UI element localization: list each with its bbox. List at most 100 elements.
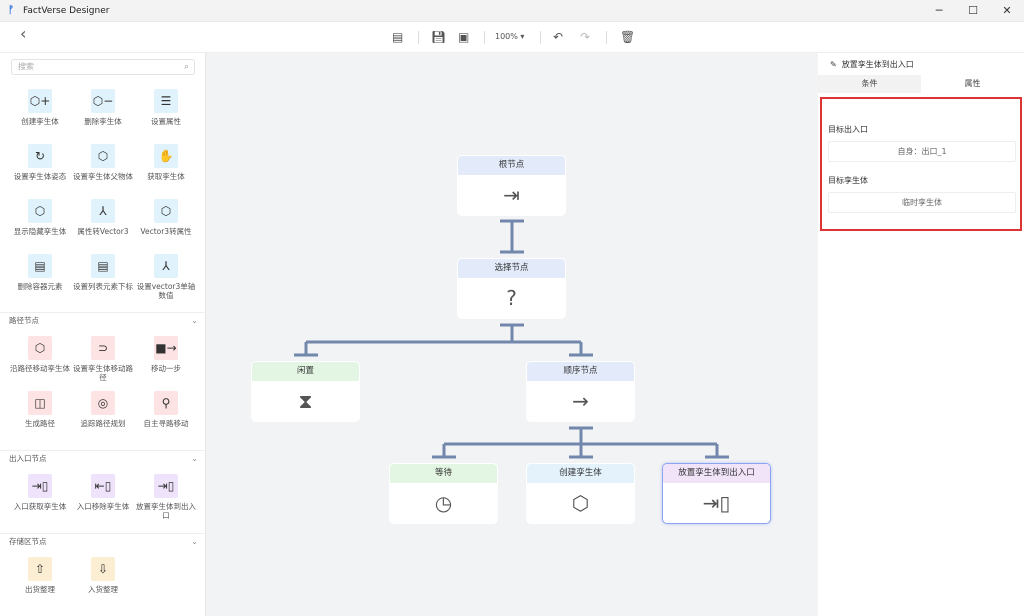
- chevron-down-icon[interactable]: ⌄: [191, 454, 198, 463]
- palette-item[interactable]: ✋获取孪生体: [135, 144, 197, 181]
- node-type-icon: ⇧: [28, 557, 52, 581]
- palette-item[interactable]: ↻设置孪生体姿态: [9, 144, 71, 181]
- palette-item[interactable]: ▤设置列表元素下标: [72, 254, 134, 291]
- save-icon[interactable]: 💾︎: [431, 30, 447, 44]
- tree-node-select[interactable]: 选择节点?: [457, 258, 566, 319]
- palette-item[interactable]: ⇥▯ 放置孪生体到出入口: [135, 474, 197, 520]
- palette-item-label: 放置孪生体到出入口: [136, 502, 196, 520]
- place-icon: ⇥▯: [702, 491, 731, 515]
- palette-item-label: Vector3转属性: [140, 227, 192, 236]
- node-title: 选择节点: [458, 259, 565, 278]
- palette-item[interactable]: ⇥▯入口获取孪生体: [9, 474, 71, 511]
- edit-icon[interactable]: ✎: [830, 60, 837, 69]
- node-type-icon: ▤: [28, 254, 52, 278]
- tree-node-root[interactable]: 根节点⇥: [457, 155, 566, 216]
- palette-item[interactable]: ⅄设置vector3单轴数值: [135, 254, 197, 300]
- section-title: 路径节点: [9, 316, 39, 325]
- palette-item[interactable]: ▤ 删除容器元素: [9, 254, 71, 291]
- tree-node-sequence[interactable]: 顺序节点→: [526, 361, 635, 422]
- divider: [606, 31, 607, 44]
- node-type-icon: ✋: [154, 144, 178, 168]
- tree-links: [294, 219, 729, 459]
- properties-icon[interactable]: ▤: [392, 30, 404, 44]
- redo-icon[interactable]: ↷: [580, 30, 591, 44]
- palette-item-label: 设置孪生体移动路径: [73, 364, 133, 382]
- palette-item[interactable]: ⚲ 自主寻路移动: [135, 391, 197, 428]
- undo-icon[interactable]: ↶: [553, 30, 564, 44]
- palette-item[interactable]: ⬡+创建孪生体: [9, 89, 71, 126]
- palette-item-label: 删除容器元素: [17, 282, 63, 291]
- palette-item-label: 出货整理: [25, 585, 55, 594]
- create-icon: ⬡: [571, 491, 590, 515]
- node-type-icon: ▤: [91, 254, 115, 278]
- node-type-icon: ⚲: [154, 391, 178, 415]
- palette-item[interactable]: ⇩入货整理: [72, 557, 134, 594]
- palette-item[interactable]: ⅄属性转Vector3: [72, 199, 134, 236]
- palette-item[interactable]: ⇤▯ 入口移除孪生体: [72, 474, 134, 511]
- palette-item[interactable]: ⬡沿路径移动孪生体: [9, 336, 71, 373]
- node-type-icon: ◫: [28, 391, 52, 415]
- node-type-icon: ⊃: [91, 336, 115, 360]
- inspector-panel: ✎ 放置孪生体到出入口 条件 属性 目标出入口 自身：出口_1 目标孪生体 临时…: [818, 53, 1024, 616]
- tree-node-wait[interactable]: 等待◷: [389, 463, 498, 524]
- search-input[interactable]: 搜索 ⌕: [11, 59, 195, 75]
- target-portal-field[interactable]: 自身：出口_1: [828, 141, 1016, 162]
- target-twin-field[interactable]: 临时孪生体: [828, 192, 1016, 213]
- idle-icon: ⧗: [298, 389, 313, 413]
- palette-item-label: 设置孪生体父物体: [73, 172, 133, 181]
- delete-icon[interactable]: 🗑︎: [620, 30, 636, 44]
- tree-node-place[interactable]: 放置孪生体到出入口⇥▯: [662, 463, 771, 524]
- node-type-icon: ⇤▯: [91, 474, 115, 498]
- node-type-icon: ☰: [154, 89, 178, 113]
- palette-item[interactable]: ■→移动一步: [135, 336, 197, 373]
- node-type-icon: ⅄: [154, 254, 178, 278]
- behavior-tree-canvas[interactable]: 根节点⇥ 选择节点? 闲置 ⧗ 顺序节点→ 等待◷ 创建孪生体⬡ 放置孪生体到出入口⇥▯: [206, 53, 818, 616]
- palette-item[interactable]: ⬡ Vector3转属性: [135, 199, 197, 236]
- palette-item[interactable]: ⬡−删除孪生体: [72, 89, 134, 126]
- maximize-button[interactable]: ☐: [968, 4, 978, 17]
- back-button[interactable]: ‹: [20, 24, 27, 43]
- palette-section-header[interactable]: 出入口节点 ⌄: [0, 450, 206, 466]
- node-title: 闲置: [252, 362, 359, 381]
- tab-properties[interactable]: 属性: [964, 79, 981, 88]
- palette-item-label: 入口移除孪生体: [76, 502, 130, 511]
- section-title: 存储区节点: [9, 537, 47, 546]
- tree-node-idle[interactable]: 闲置 ⧗: [251, 361, 360, 422]
- sequence-icon: →: [572, 389, 589, 413]
- save-as-icon[interactable]: ▣: [458, 30, 470, 44]
- node-type-icon: ↻: [28, 144, 52, 168]
- close-button[interactable]: ✕: [1002, 4, 1012, 17]
- palette-item[interactable]: ⬡设置孪生体父物体: [72, 144, 134, 181]
- tab-conditions[interactable]: 条件: [818, 75, 921, 93]
- divider: [484, 31, 485, 44]
- node-title: 根节点: [458, 156, 565, 175]
- node-type-icon: ⅄: [91, 199, 115, 223]
- inspector-header: ✎ 放置孪生体到出入口: [830, 59, 914, 70]
- tree-node-create[interactable]: 创建孪生体⬡: [526, 463, 635, 524]
- palette-item[interactable]: ⬡显示隐藏孪生体: [9, 199, 71, 236]
- palette-item[interactable]: ⊃ 设置孪生体移动路径: [72, 336, 134, 382]
- node-type-icon: ⬡: [28, 336, 52, 360]
- palette-item-label: 创建孪生体: [21, 117, 59, 126]
- node-type-icon: ⬡: [154, 199, 178, 223]
- palette-item[interactable]: ◫生成路径: [9, 391, 71, 428]
- inspector-title: 放置孪生体到出入口: [841, 60, 914, 69]
- palette-item[interactable]: ☰设置属性: [135, 89, 197, 126]
- search-placeholder: 搜索: [18, 62, 34, 71]
- search-icon[interactable]: ⌕: [183, 62, 189, 72]
- palette-section-header[interactable]: 存储区节点 ⌄: [0, 533, 206, 549]
- chevron-down-icon[interactable]: ⌄: [191, 316, 198, 325]
- node-type-icon: ⇥▯: [154, 474, 178, 498]
- minimize-button[interactable]: ─: [935, 4, 943, 17]
- wait-icon: ◷: [434, 491, 453, 515]
- zoom-select[interactable]: 100% ▾: [495, 29, 524, 45]
- chevron-down-icon[interactable]: ⌄: [191, 537, 198, 546]
- palette-item[interactable]: ◎追踪路径规划: [72, 391, 134, 428]
- palette-section-header[interactable]: 路径节点 ⌄: [0, 312, 206, 328]
- palette-item-label: 显示隐藏孪生体: [13, 227, 67, 236]
- section-title: 出入口节点: [9, 454, 47, 463]
- palette-item[interactable]: ⇧ 出货整理: [9, 557, 71, 594]
- palette-item-label: 移动一步: [151, 364, 181, 373]
- chevron-down-icon: ▾: [520, 32, 525, 41]
- palette-item-label: 自主寻路移动: [143, 419, 189, 428]
